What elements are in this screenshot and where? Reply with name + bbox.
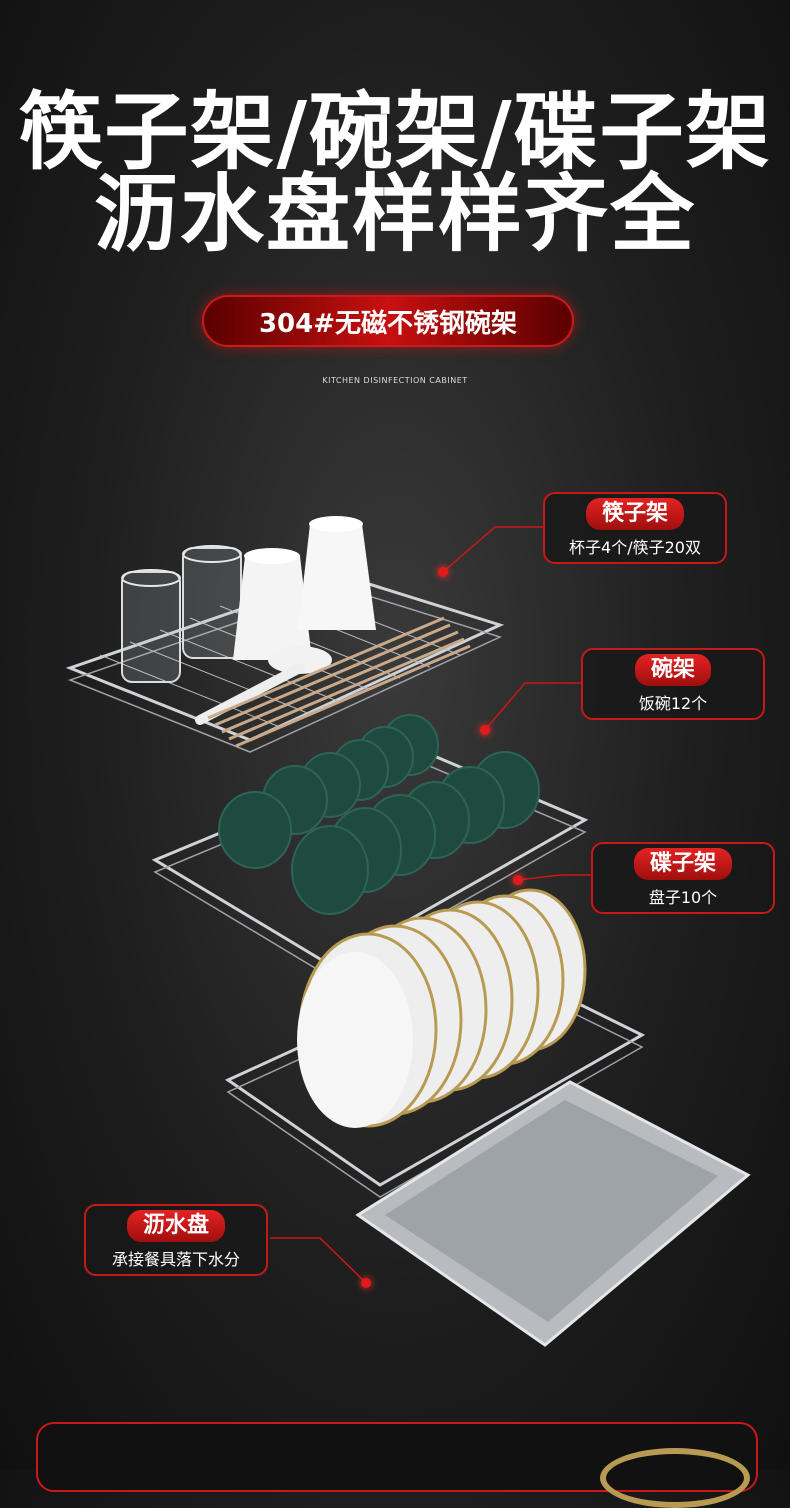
headline-line-1: 筷子架/碗架/碟子架	[18, 83, 772, 181]
callout-plate-rack: 碟子架 盘子10个	[591, 842, 775, 914]
subtitle: KITCHEN DISINFECTION CABINET	[322, 376, 468, 385]
material-badge-label: 304#无磁不锈钢碗架	[258, 308, 518, 339]
callout-desc: 杯子4个/筷子20双	[569, 538, 701, 557]
drain-tray-image	[355, 1080, 751, 1347]
gold-ring-image	[600, 1448, 750, 1508]
callout-title: 碗架	[634, 654, 711, 686]
callout-bowl-rack: 碗架 饭碗12个	[581, 648, 765, 720]
indicator-dot-bowl	[480, 725, 490, 735]
indicator-dot-plate	[513, 875, 523, 885]
callout-title: 筷子架	[585, 498, 684, 530]
headline-line-2: 沥水盘样样齐全	[93, 165, 696, 263]
material-badge: 304#无磁不锈钢碗架	[202, 295, 574, 347]
callout-desc: 盘子10个	[648, 888, 718, 907]
plate-rack-image	[224, 888, 646, 1198]
callout-title: 碟子架	[633, 848, 732, 880]
leader-lines	[270, 526, 593, 1284]
callout-drain-tray: 沥水盘 承接餐具落下水分	[84, 1204, 268, 1276]
callout-desc: 饭碗12个	[638, 694, 708, 713]
indicator-dot-chopstick	[438, 567, 448, 577]
callout-chopstick-rack: 筷子架 杯子4个/筷子20双	[543, 492, 727, 564]
callout-desc: 承接餐具落下水分	[111, 1250, 240, 1269]
callout-title: 沥水盘	[126, 1210, 225, 1242]
chopstick-rack-image	[65, 516, 505, 753]
bowl-rack-image	[151, 714, 589, 978]
indicator-dot-tray	[361, 1278, 371, 1288]
